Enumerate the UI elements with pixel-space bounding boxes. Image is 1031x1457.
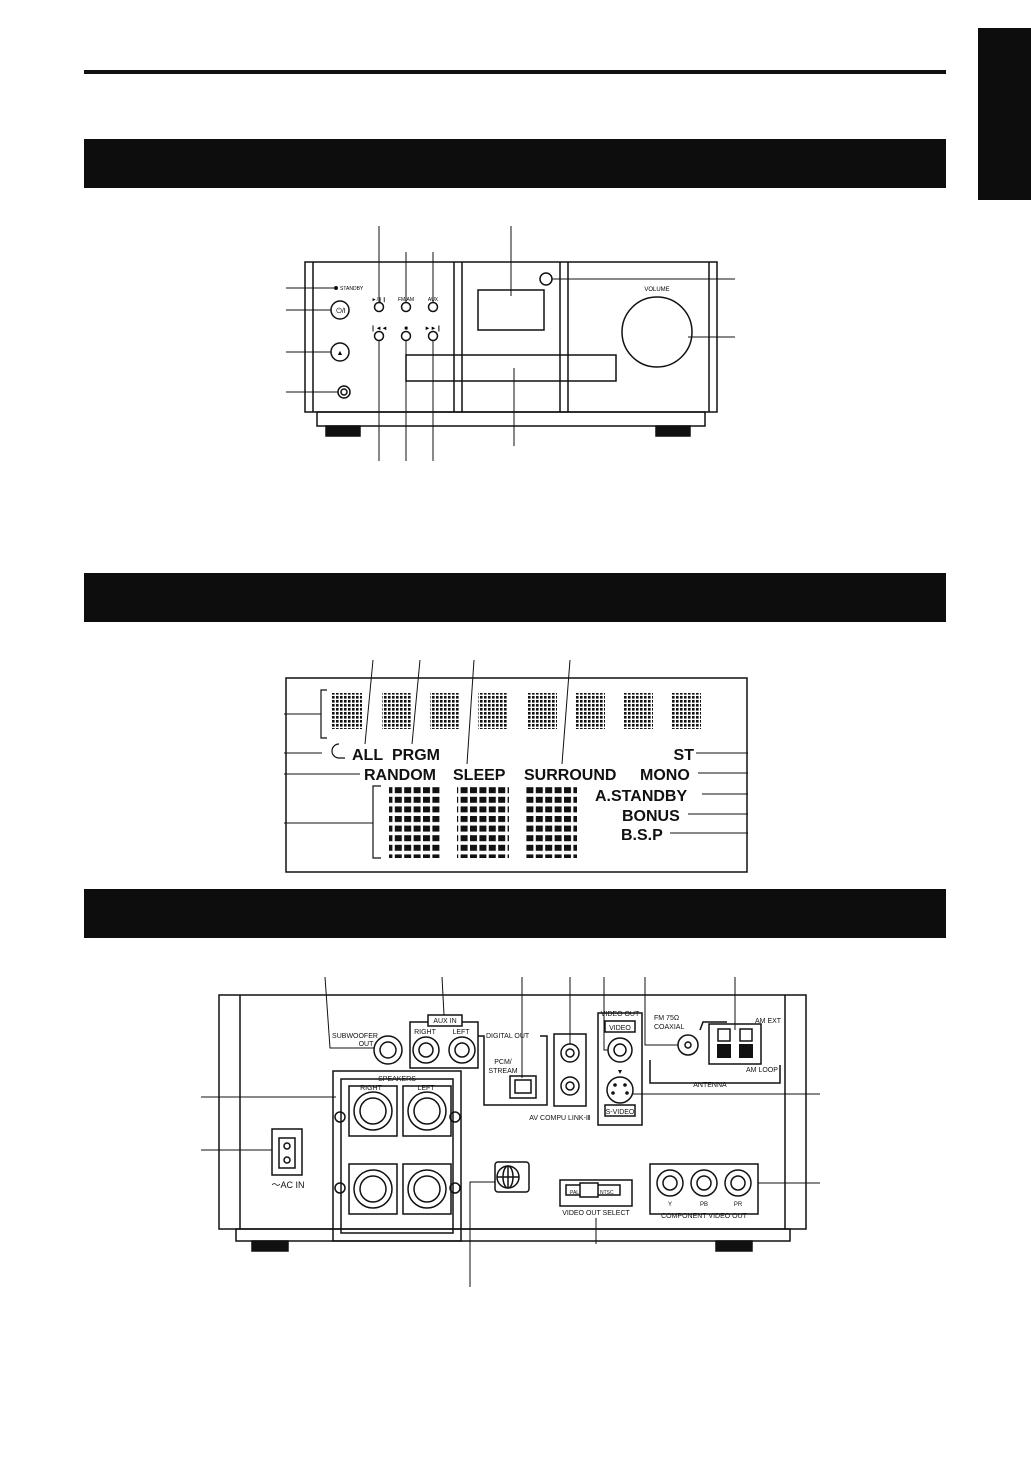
component-y-label: Y (668, 1202, 672, 1208)
stop-label: ■ (404, 326, 408, 332)
indicator-prgm: PRGM (392, 747, 440, 764)
section-bar-front-panel (84, 139, 946, 188)
pal-label: PAL (570, 1190, 579, 1196)
section-bar-display (84, 573, 946, 622)
standby-label: STANDBY (340, 286, 364, 292)
header-rule (84, 70, 946, 74)
subwoofer-label-1: SUBWOOFER (332, 1033, 378, 1040)
fm-label-2: COAXIAL (654, 1024, 684, 1031)
component-pb-label: PB (700, 1202, 708, 1208)
antenna-label: ANTENNA (693, 1082, 727, 1089)
video-out-select-label: VIDEO OUT SELECT (562, 1210, 630, 1217)
speakers-label: SPEAKERS (378, 1076, 416, 1083)
eject-label: ▲ (337, 350, 344, 357)
indicator-surround: SURROUND (524, 767, 616, 784)
ntsc-label: NTSC (600, 1190, 614, 1196)
aux-right-label: RIGHT (414, 1029, 437, 1036)
compu-link-label: AV COMPU LINK-Ⅲ (529, 1115, 591, 1122)
am-loop-label: AM LOOP (746, 1067, 778, 1074)
play-pause-label: ►/❙❙ (372, 297, 387, 303)
bottom-character-matrix (389, 786, 577, 858)
aux-label: AUX (428, 297, 439, 303)
indicator-mono: MONO (640, 767, 690, 784)
svideo-label: S-VIDEO (606, 1109, 635, 1116)
indicator-bonus: BONUS (622, 808, 680, 825)
indicator-bsp: B.S.P (621, 827, 663, 844)
pcm-label-1: PCM/ (494, 1059, 512, 1066)
aux-in-label: AUX IN (433, 1018, 456, 1025)
volume-knob (621, 296, 693, 368)
am-ext-label: AM EXT (755, 1018, 782, 1025)
indicator-random: RANDOM (364, 767, 436, 784)
aux-left-label: LEFT (452, 1029, 470, 1036)
indicator-astandby: A.STANDBY (595, 788, 687, 805)
section-bar-rear-panel (84, 889, 946, 938)
digital-out-label: DIGITAL OUT (486, 1033, 530, 1040)
video-out-label: VIDEO OUT (601, 1011, 640, 1018)
speakers-right-label: RIGHT (360, 1085, 383, 1092)
subwoofer-label-2: OUT (359, 1041, 375, 1048)
component-video-out-label: COMPONENT VIDEO OUT (661, 1213, 748, 1220)
pcm-label-2: STREAM (488, 1068, 517, 1075)
indicator-all: ALL (352, 747, 383, 764)
top-character-matrix (332, 693, 701, 729)
ac-in-label: ～AC IN (271, 1180, 304, 1190)
component-pr-label: PR (734, 1202, 743, 1208)
display-panel (285, 677, 748, 873)
language-tab (978, 28, 1031, 200)
fm-label-1: FM 75Ω (654, 1015, 679, 1022)
prev-label: ❙◄◄ (371, 325, 388, 332)
next-label: ►►❙ (425, 325, 442, 332)
power-label: ⏻/I (336, 307, 345, 315)
indicator-st: ST (674, 747, 695, 764)
fmam-label: FM/AM (398, 297, 414, 303)
speakers-left-label: LEFT (417, 1085, 435, 1092)
indicator-sleep: SLEEP (453, 767, 506, 784)
volume-label: VOLUME (644, 287, 669, 293)
video-label: VIDEO (609, 1025, 631, 1032)
